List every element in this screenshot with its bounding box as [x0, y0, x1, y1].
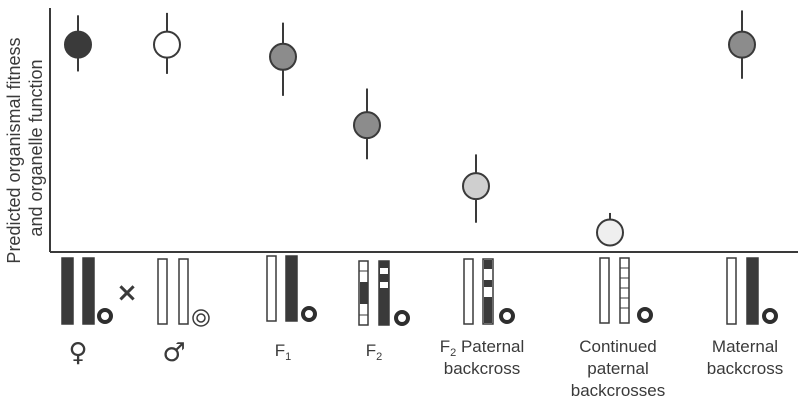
continued-paternal-label-line-3: backcrosses [571, 381, 665, 400]
cross-symbol: × [116, 278, 138, 308]
data-point-continued-paternal [596, 218, 624, 247]
f2-paternal-label-rest: Paternal [456, 337, 524, 356]
maternal-backcross-genotype-icon [726, 257, 778, 325]
continued-paternal-label-line-1: Continued [579, 337, 657, 356]
f1-genotype-icon [266, 255, 317, 322]
f2-paternal-label-line-2: backcross [444, 359, 521, 378]
data-point-female [64, 30, 92, 59]
y-axis-label: Predicted organismal fitness and organel… [4, 32, 46, 263]
f2-paternal-backcross-genotype-icon [463, 258, 515, 325]
genotype-illustrations: × [61, 255, 778, 327]
maternal-label-line-2: backcross [707, 359, 784, 378]
f2-paternal-label-line-1: F2 Paternal [440, 337, 525, 359]
f1-label: F1 [275, 341, 292, 363]
continued-paternal-genotype-icon [599, 257, 653, 324]
data-point-f1 [269, 42, 297, 71]
f1-label-sub: 1 [285, 351, 291, 363]
data-point-male [153, 30, 181, 59]
f2-label-main: F [366, 341, 376, 360]
female-genotype-icon [61, 257, 113, 325]
f2-genotype-icon [358, 260, 410, 326]
f1-label-main: F [275, 341, 285, 360]
data-point-f2-paternal [462, 172, 490, 201]
male-label: ♂ [162, 338, 185, 368]
maternal-label-line-1: Maternal [712, 337, 778, 356]
group-labels: ♀ ♂ F1 F2 F2 Paternal backcross Continue… [68, 337, 783, 400]
f2-paternal-label-sub: 2 [450, 347, 456, 359]
male-genotype-icon [157, 258, 210, 327]
y-axis-label-line-1: Predicted organismal fitness [4, 37, 24, 263]
f2-label: F2 [366, 341, 383, 363]
y-axis-label-line-2: and organelle function [26, 59, 46, 236]
data-points [64, 10, 756, 247]
f2-label-sub: 2 [376, 351, 382, 363]
continued-paternal-label-line-2: paternal [587, 359, 648, 378]
data-point-maternal [728, 30, 756, 59]
female-label: ♀ [68, 338, 87, 368]
f2-paternal-label-main: F [440, 337, 450, 356]
data-point-f2 [353, 111, 381, 140]
